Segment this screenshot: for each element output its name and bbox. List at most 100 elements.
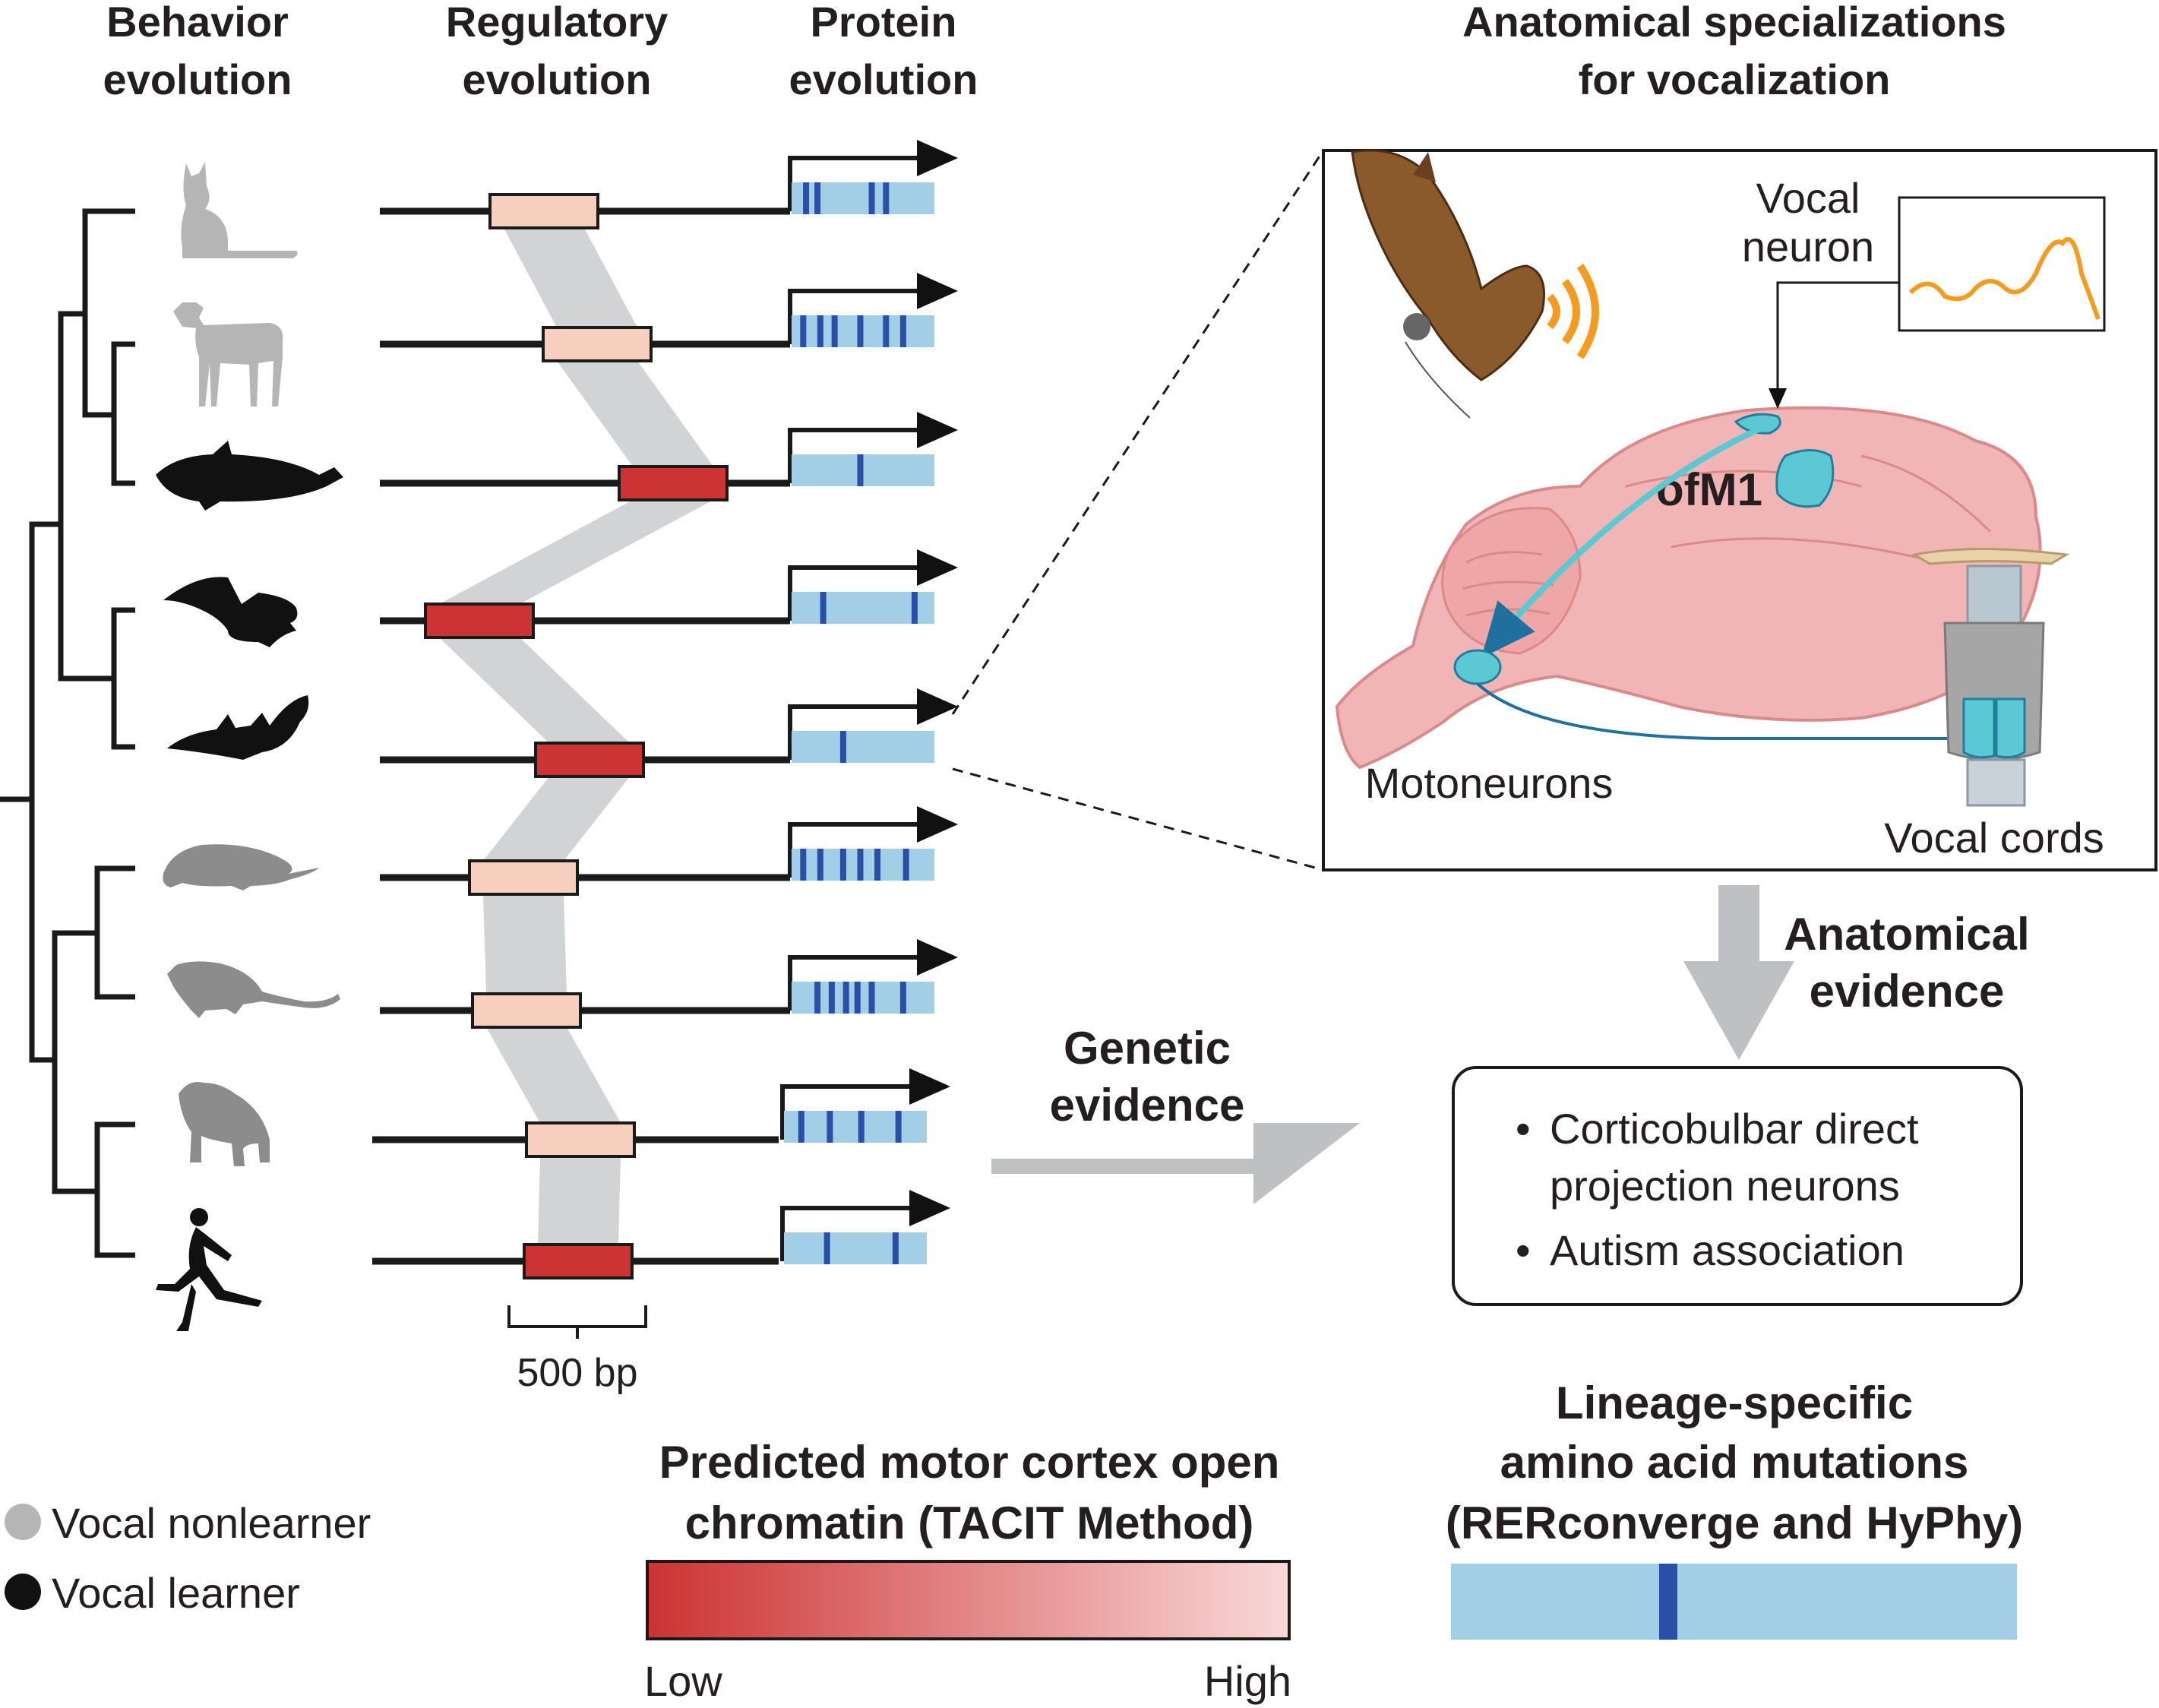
neuron-trace-frame <box>1898 196 2106 332</box>
protein-row <box>780 1068 950 1143</box>
amino-acid-mutation-mark <box>800 849 807 881</box>
regulatory-element-box <box>542 326 653 362</box>
vocal-cords-label: Vocal cords <box>1884 814 2104 862</box>
amino-acid-mutation-mark <box>828 982 835 1014</box>
tss-arrow <box>788 273 958 344</box>
protein-row <box>788 273 958 347</box>
rat-icon <box>163 844 319 890</box>
zoom-dashed-lines <box>951 150 1325 871</box>
genetic-evidence-label-line1: Genetic <box>1064 1023 1231 1074</box>
scale-bar-label: 500 bp <box>517 1351 637 1395</box>
dolphin-icon <box>156 441 343 511</box>
amino-acid-mutation-mark <box>817 849 823 881</box>
tss-arrow <box>788 549 958 621</box>
protein-row <box>788 806 958 881</box>
amino-acid-mutation-mark <box>842 982 849 1014</box>
header-protein-line2: evolution <box>789 55 978 103</box>
amino-acid-mutation-mark <box>857 315 864 347</box>
mutation-legend: Lineage-specific amino acid mutations (R… <box>1446 1377 2023 1640</box>
learner-legend: Vocal nonlearner Vocal learner <box>5 1499 371 1617</box>
amino-acid-mutation-mark <box>798 1111 804 1143</box>
amino-acid-mutation-mark <box>857 454 864 486</box>
amino-acid-mutation-mark <box>895 1111 902 1143</box>
tss-arrow <box>780 1068 950 1140</box>
header-anatomical: Anatomical specializations for vocalizat… <box>1462 0 2006 103</box>
amino-acid-mutation-mark <box>857 849 864 881</box>
bat-icon <box>167 695 309 760</box>
species-silhouettes <box>156 162 343 1331</box>
vocal-cords-region <box>1962 697 2026 759</box>
protein-row <box>788 688 958 763</box>
regulatory-element-box <box>523 1243 634 1279</box>
header-anatomical-line2: for vocalization <box>1579 55 1891 103</box>
amino-acid-mutation-mark <box>827 1111 833 1143</box>
homology-band <box>483 777 630 861</box>
neuron-activity-trace <box>1908 237 2101 320</box>
header-anatomical-line1: Anatomical specializations <box>1462 0 2006 46</box>
chromatin-low-label: Low <box>644 1657 722 1705</box>
vocal-neuron-label-line1: Vocal <box>1756 174 1860 222</box>
amino-acid-mutation-mark <box>817 315 823 347</box>
amino-acid-mutation-mark <box>814 982 821 1014</box>
chromatin-gradient-bar <box>646 1560 1291 1640</box>
amino-acid-mutation-mark <box>831 315 838 347</box>
amino-acid-mutation-mark <box>892 1232 899 1264</box>
amino-acid-mutation-mark <box>839 849 846 881</box>
amino-acid-mutation-mark <box>803 182 810 214</box>
mutation-legend-title-line3: (RERconverge and HyPhy) <box>1446 1498 2023 1548</box>
tss-arrow <box>780 1190 950 1261</box>
goat-icon <box>173 302 283 406</box>
homology-band <box>483 894 567 994</box>
learner-label: Vocal learner <box>52 1569 300 1617</box>
evidence-item-1-line2: projection neurons <box>1550 1162 1900 1210</box>
amino-acid-mutation-mark <box>854 982 861 1014</box>
amino-acid-mutation-mark <box>899 982 906 1014</box>
homology-band <box>439 500 713 604</box>
nonlearner-dot <box>5 1504 41 1540</box>
learner-dot <box>5 1574 41 1610</box>
homology-band <box>557 361 713 467</box>
mutation-legend-title-line2: amino acid mutations <box>1500 1437 1969 1488</box>
tss-arrow <box>788 688 958 760</box>
motor-output-arrow <box>1476 682 1993 751</box>
regulatory-element-box <box>618 465 729 501</box>
ofm1-label: ofM1 <box>1656 464 1762 515</box>
header-regulatory-line2: evolution <box>463 55 652 103</box>
projection-arrow <box>1481 426 1760 659</box>
regulatory-element-box <box>468 859 579 896</box>
anatomical-evidence-arrow <box>1683 885 1794 1060</box>
chimpanzee-icon <box>179 1082 270 1166</box>
amino-acid-mutation-mark <box>868 182 875 214</box>
regulatory-element-box <box>488 193 599 229</box>
mutation-legend-title-line1: Lineage-specific <box>1556 1377 1913 1428</box>
sound-wave-icon <box>1547 264 1599 359</box>
protein-row <box>780 1190 950 1264</box>
protein-tracks <box>780 140 958 1264</box>
bat-icon <box>1351 149 1545 419</box>
amino-acid-mutation-mark <box>839 731 846 763</box>
mutation-legend-bar <box>1451 1564 2017 1640</box>
genetic-evidence-label-line2: evidence <box>1050 1080 1245 1131</box>
regulatory-element-boxes <box>424 193 729 1279</box>
protein-bar <box>784 1111 927 1143</box>
anatomy-inset: ofM1 Vocal neuron M <box>1322 149 2157 871</box>
header-regulatory-line1: Regulatory <box>446 0 669 46</box>
scale-bar: 500 bp <box>507 1305 647 1395</box>
amino-acid-mutation-mark <box>899 315 906 347</box>
vocal-neuron-label-line2: neuron <box>1742 223 1874 270</box>
regulatory-element-box <box>471 992 582 1029</box>
anatomical-evidence-label-line1: Anatomical <box>1784 909 2029 960</box>
ofm1-region <box>1775 449 1835 508</box>
chromatin-legend-title-line1: Predicted motor cortex open <box>659 1437 1280 1488</box>
header-behavior-line1: Behavior <box>106 0 289 46</box>
genetic-evidence-arrow <box>991 1123 1360 1204</box>
amino-acid-mutation-mark <box>800 315 807 347</box>
motoneuron-nucleus <box>1453 649 1502 685</box>
amino-acid-mutation-mark <box>911 592 918 624</box>
amino-acid-mutation-mark <box>820 592 827 624</box>
protein-bar <box>784 1232 927 1264</box>
cat-icon <box>181 162 298 258</box>
chromatin-legend: Predicted motor cortex open chromatin (T… <box>644 1437 1291 1705</box>
amino-acid-mutation-mark <box>858 1111 865 1143</box>
evidence-item-1-line1: Corticobulbar direct <box>1550 1105 1919 1153</box>
